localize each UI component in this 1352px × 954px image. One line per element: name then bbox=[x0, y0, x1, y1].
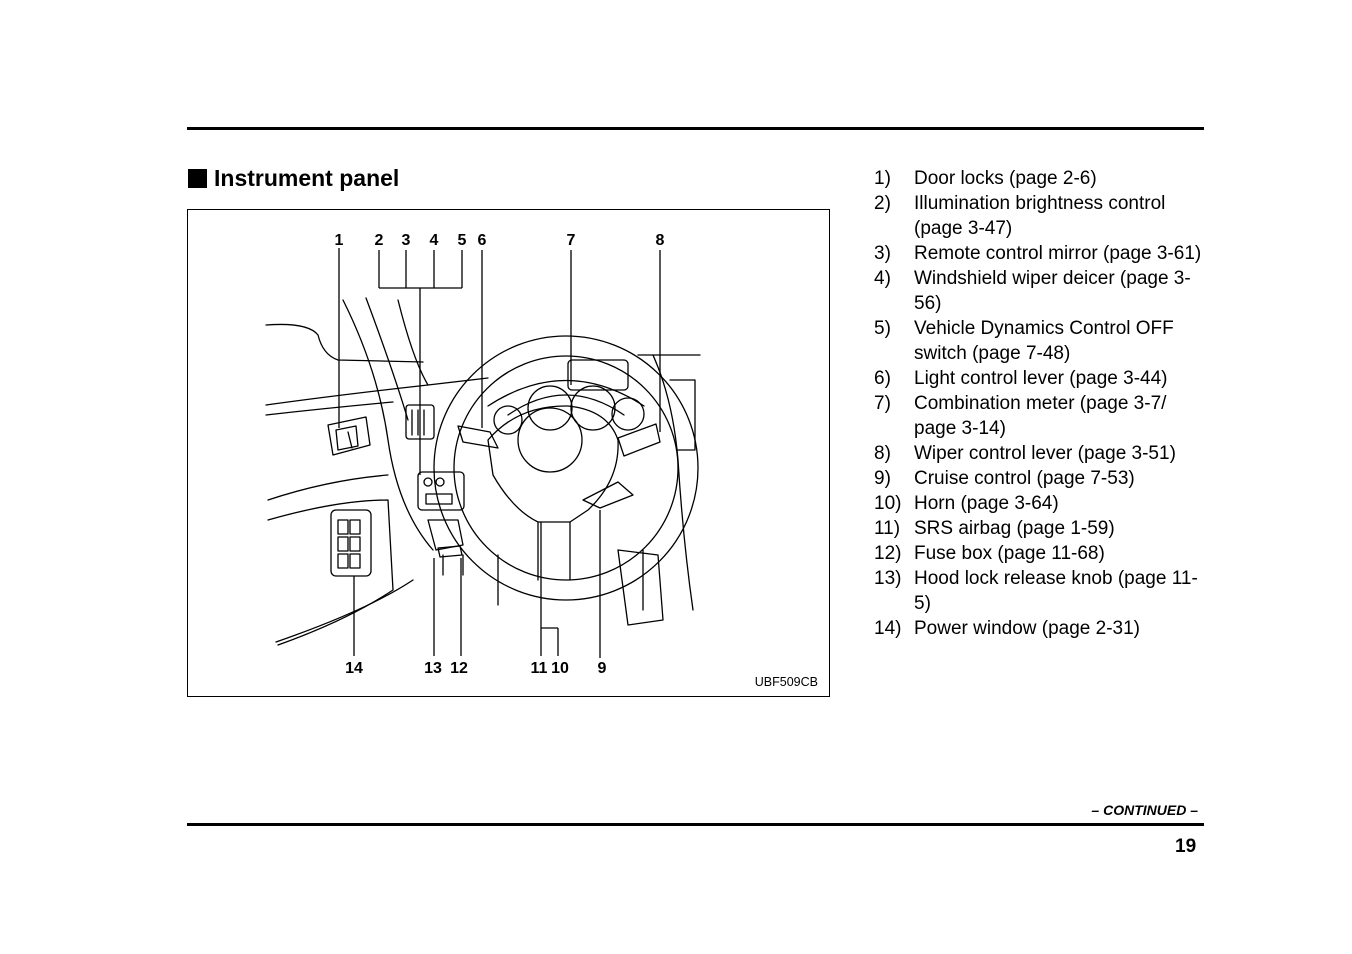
legend-item: 5)Vehicle Dynamics Control OFF switch (p… bbox=[874, 318, 1174, 364]
legend-list: 1)Door locks (page 2-6) 2)Illumination b… bbox=[874, 166, 1204, 641]
instrument-panel-illustration: 1 2 3 4 5 6 7 8 14 13 12 11 10 9 UBF509C… bbox=[265, 232, 818, 689]
callout-12: 12 bbox=[450, 660, 468, 677]
callout-3: 3 bbox=[402, 232, 411, 249]
page-number: 19 bbox=[1175, 836, 1197, 857]
callout-9: 9 bbox=[598, 660, 607, 677]
callout-13: 13 bbox=[424, 660, 442, 677]
legend-item: 3)Remote control mirror (page 3-61) bbox=[874, 243, 1202, 264]
legend-item: 7)Combination meter (page 3-7/ page 3-14… bbox=[874, 393, 1167, 439]
legend-item: 13)Hood lock release knob (page 11-5) bbox=[874, 568, 1198, 614]
continued-note: – CONTINUED – bbox=[1091, 802, 1198, 818]
legend-item: 14)Power window (page 2-31) bbox=[874, 618, 1141, 639]
legend-item: 12)Fuse box (page 11-68) bbox=[874, 543, 1105, 564]
legend-item: 2)Illumination brightness control (page … bbox=[874, 193, 1166, 239]
legend-item: 8)Wiper control lever (page 3-51) bbox=[874, 443, 1176, 464]
callout-2: 2 bbox=[375, 232, 384, 249]
callout-4: 4 bbox=[430, 232, 439, 249]
callout-1: 1 bbox=[335, 232, 344, 249]
callout-5: 5 bbox=[458, 232, 467, 249]
legend-item: 11)SRS airbag (page 1-59) bbox=[874, 518, 1115, 539]
callout-6: 6 bbox=[478, 232, 487, 249]
square-bullet-icon bbox=[188, 169, 207, 188]
legend-item: 4)Windshield wiper deicer (page 3-56) bbox=[874, 268, 1191, 314]
legend-item: 10)Horn (page 3-64) bbox=[874, 493, 1059, 514]
callout-8: 8 bbox=[656, 232, 665, 249]
instrument-panel-figure: 1 2 3 4 5 6 7 8 14 13 12 11 10 9 UBF509C… bbox=[187, 209, 830, 697]
section-title: Instrument panel bbox=[214, 165, 400, 191]
bottom-rule bbox=[187, 823, 1204, 826]
legend-item: 9)Cruise control (page 7-53) bbox=[874, 468, 1135, 489]
callout-11: 11 bbox=[531, 660, 548, 677]
callout-10: 10 bbox=[551, 660, 569, 677]
callout-14: 14 bbox=[345, 660, 363, 677]
legend-item: 6)Light control lever (page 3-44) bbox=[874, 368, 1168, 389]
top-rule bbox=[187, 127, 1204, 130]
section-heading: Instrument panel bbox=[188, 165, 399, 192]
image-code: UBF509CB bbox=[755, 675, 818, 689]
callout-7: 7 bbox=[567, 232, 576, 249]
legend-item: 1)Door locks (page 2-6) bbox=[874, 168, 1097, 189]
